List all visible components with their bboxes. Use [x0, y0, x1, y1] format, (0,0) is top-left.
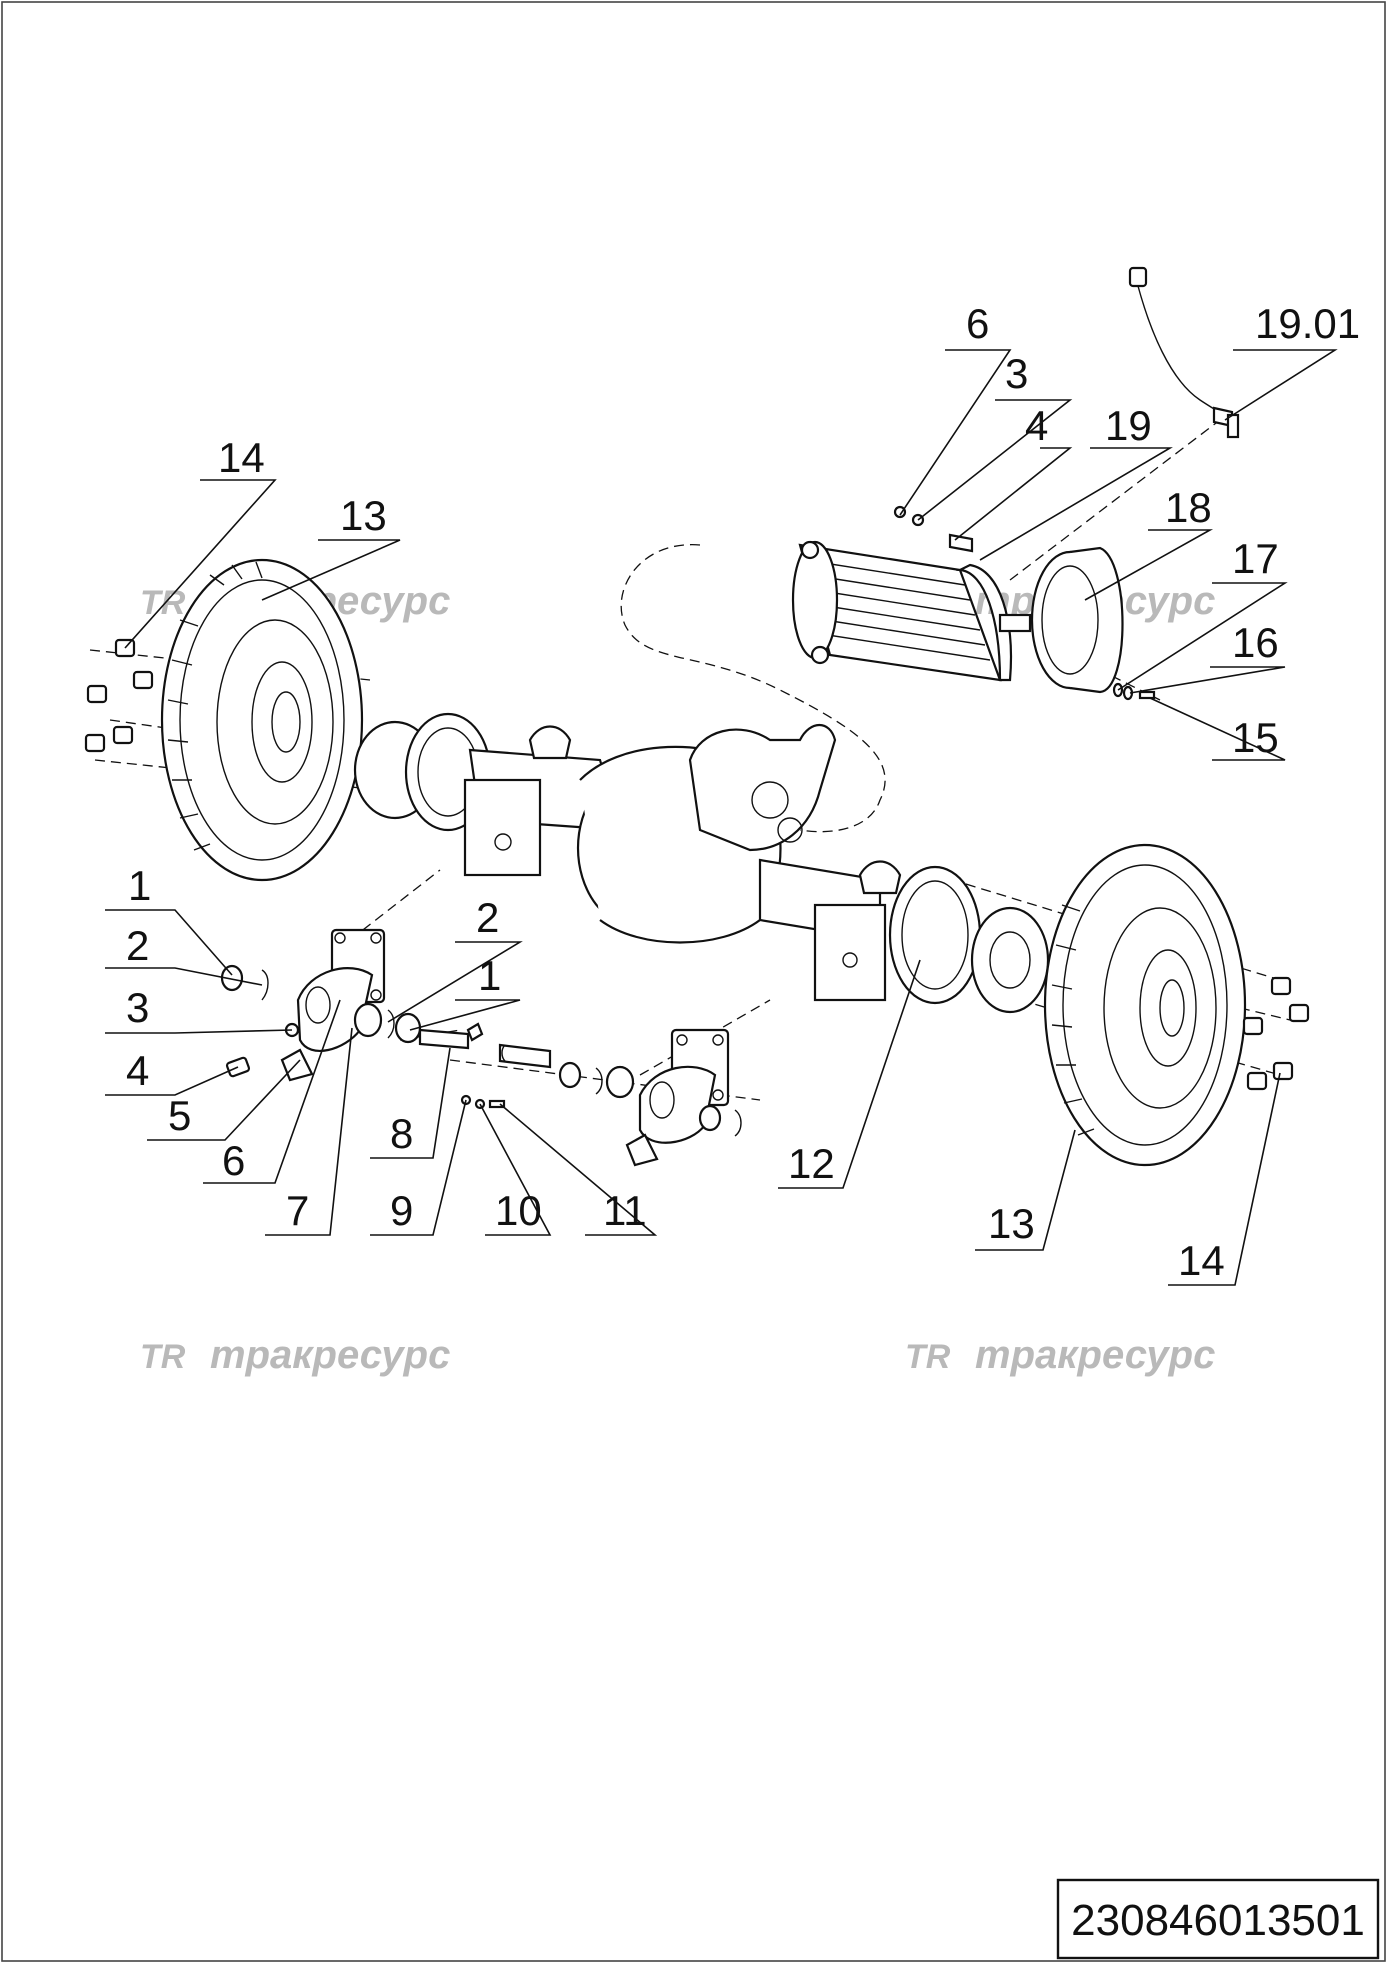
callout-12: 12	[788, 1140, 835, 1187]
callout-9: 9	[390, 1187, 413, 1234]
document-number-box: 230846013501	[1056, 1878, 1380, 1960]
callout-15: 15	[1232, 714, 1279, 761]
callout-6-top: 6	[966, 300, 989, 347]
callout-1-left: 1	[128, 862, 151, 909]
speed-sensor	[1128, 266, 1240, 439]
callout-13-left: 13	[340, 492, 387, 539]
watermark-bottom-left: TR тракресурс	[140, 1333, 450, 1377]
svg-text:TR: TR	[140, 584, 186, 622]
right-wheel-nuts	[1242, 976, 1310, 1091]
callout-14-right: 14	[1178, 1237, 1225, 1284]
callout-1-mid: 1	[478, 952, 501, 999]
callout-3-top: 3	[1005, 350, 1028, 397]
svg-text:тракресурс: тракресурс	[210, 1333, 450, 1377]
callout-8: 8	[390, 1110, 413, 1157]
callout-3-left: 3	[126, 984, 149, 1031]
right-wheel-tire	[1043, 843, 1247, 1167]
callout-10: 10	[495, 1187, 542, 1234]
left-knuckle-group	[220, 928, 506, 1110]
callout-17: 17	[1232, 535, 1279, 582]
callout-7: 7	[286, 1187, 309, 1234]
callout-leaders	[105, 349, 1338, 1286]
callout-2-left: 2	[126, 922, 149, 969]
svg-text:TR: TR	[905, 1338, 951, 1376]
callout-4-left: 4	[126, 1047, 149, 1094]
document-number: 230846013501	[1071, 1896, 1365, 1945]
callout-14-left: 14	[218, 434, 265, 481]
watermark-bottom-right: TR тракресурс	[905, 1333, 1215, 1377]
callout-19: 19	[1105, 402, 1152, 449]
callout-5: 5	[168, 1092, 191, 1139]
callout-18: 18	[1165, 484, 1212, 531]
electric-motor	[791, 505, 1032, 682]
callout-4-top: 4	[1025, 402, 1048, 449]
callout-11: 11	[603, 1187, 647, 1234]
callout-6-left: 6	[222, 1137, 245, 1184]
callout-numbers: 6 3 4 19 19.01 18 17 16 15 14 13 1 2 3 4…	[126, 300, 1360, 1284]
right-knuckle-group	[498, 1028, 742, 1167]
motor-end-cover	[1030, 546, 1124, 694]
svg-text:TR: TR	[140, 1338, 186, 1376]
drive-axle-housing	[353, 712, 1050, 1014]
svg-text:тракресурс: тракресурс	[975, 1333, 1215, 1377]
callout-16: 16	[1232, 619, 1279, 666]
left-wheel-tire	[160, 558, 364, 882]
callout-2-mid: 2	[476, 894, 499, 941]
callout-19-01: 19.01	[1255, 300, 1360, 347]
callout-13-right: 13	[988, 1200, 1035, 1247]
